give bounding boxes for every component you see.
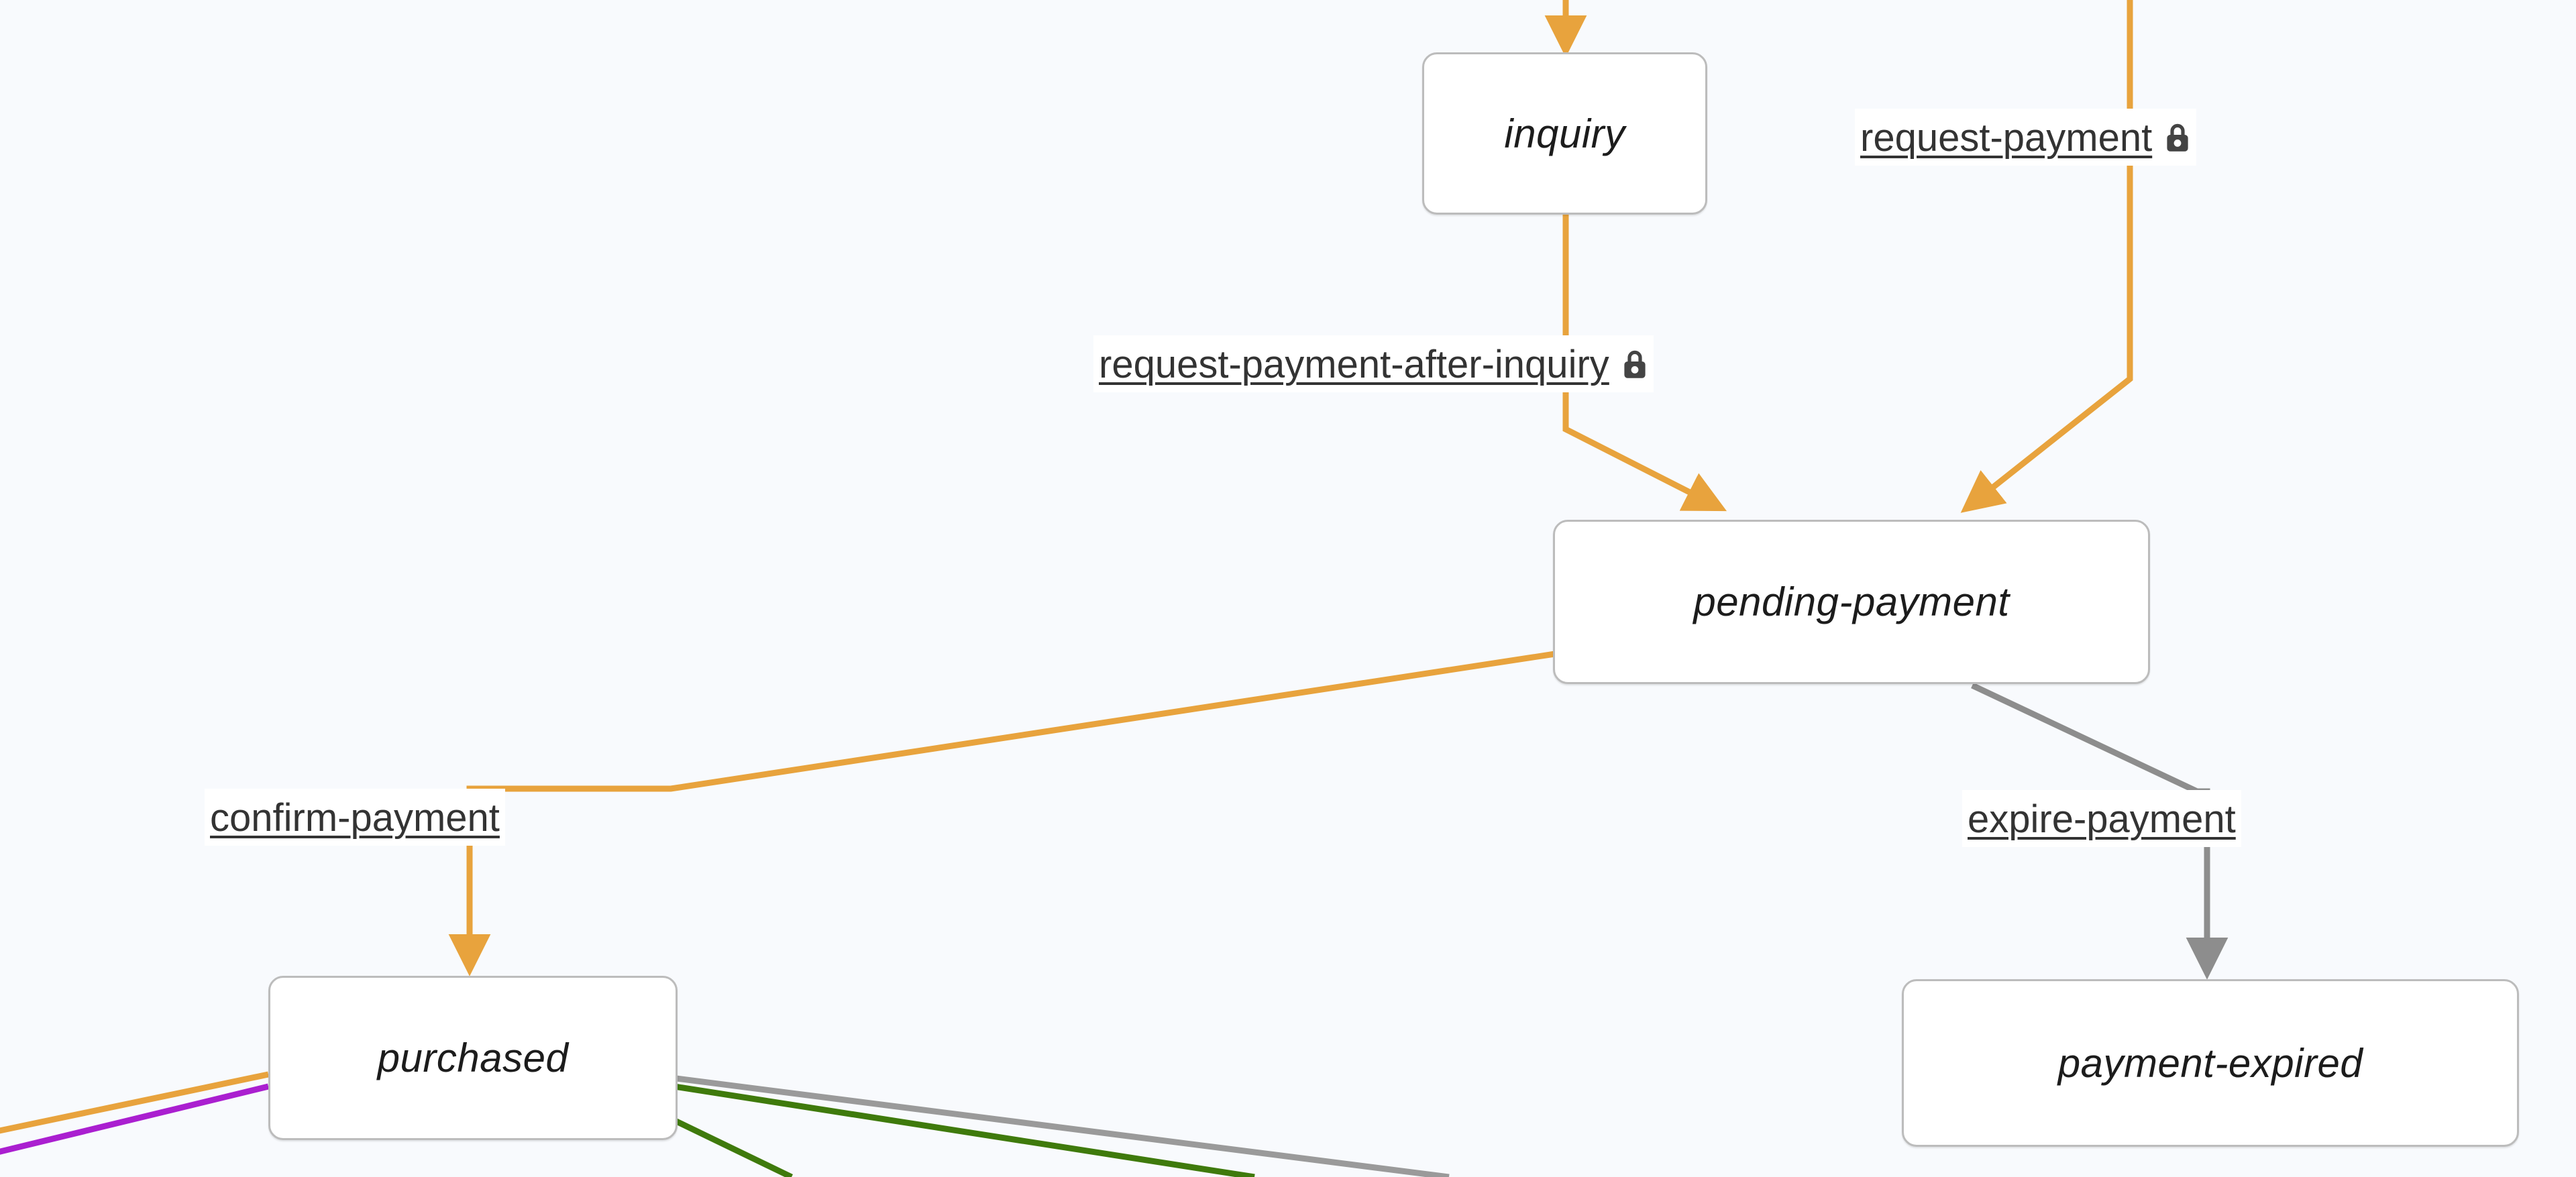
state-node-inquiry[interactable]: inquiry — [1422, 52, 1707, 215]
edge-label-text: request-payment — [1860, 116, 2153, 160]
state-node-purchased[interactable]: purchased — [268, 976, 678, 1140]
edge-label-text: request-payment-after-inquiry — [1099, 343, 1609, 386]
edge-label-request-payment[interactable]: request-payment — [1855, 109, 2197, 166]
edge-label-text: expire-payment — [1968, 797, 2236, 841]
edge-request-payment — [1960, 0, 2133, 513]
state-node-payment-expired[interactable]: payment-expired — [1902, 979, 2519, 1147]
lock-icon — [1621, 349, 1648, 380]
state-node-label: inquiry — [1504, 111, 1625, 156]
edge-confirm-payment — [448, 651, 1556, 976]
edge-purchased-out-left — [0, 1071, 270, 1155]
state-node-pending-payment[interactable]: pending-payment — [1553, 520, 2150, 684]
edge-purchased-out-right — [669, 1075, 1450, 1177]
edge-request-payment-after-inquiry — [1562, 215, 1727, 512]
edge-label-confirm-payment[interactable]: confirm-payment — [205, 789, 505, 846]
state-node-label: payment-expired — [2057, 1040, 2363, 1086]
edge-label-text: confirm-payment — [210, 796, 500, 840]
lock-icon — [2164, 123, 2191, 154]
state-node-label: pending-payment — [1693, 579, 2010, 624]
edge-label-request-payment-after-inquiry[interactable]: request-payment-after-inquiry — [1093, 335, 1654, 392]
edge-label-expire-payment[interactable]: expire-payment — [1962, 790, 2241, 847]
state-node-label: purchased — [377, 1035, 569, 1080]
